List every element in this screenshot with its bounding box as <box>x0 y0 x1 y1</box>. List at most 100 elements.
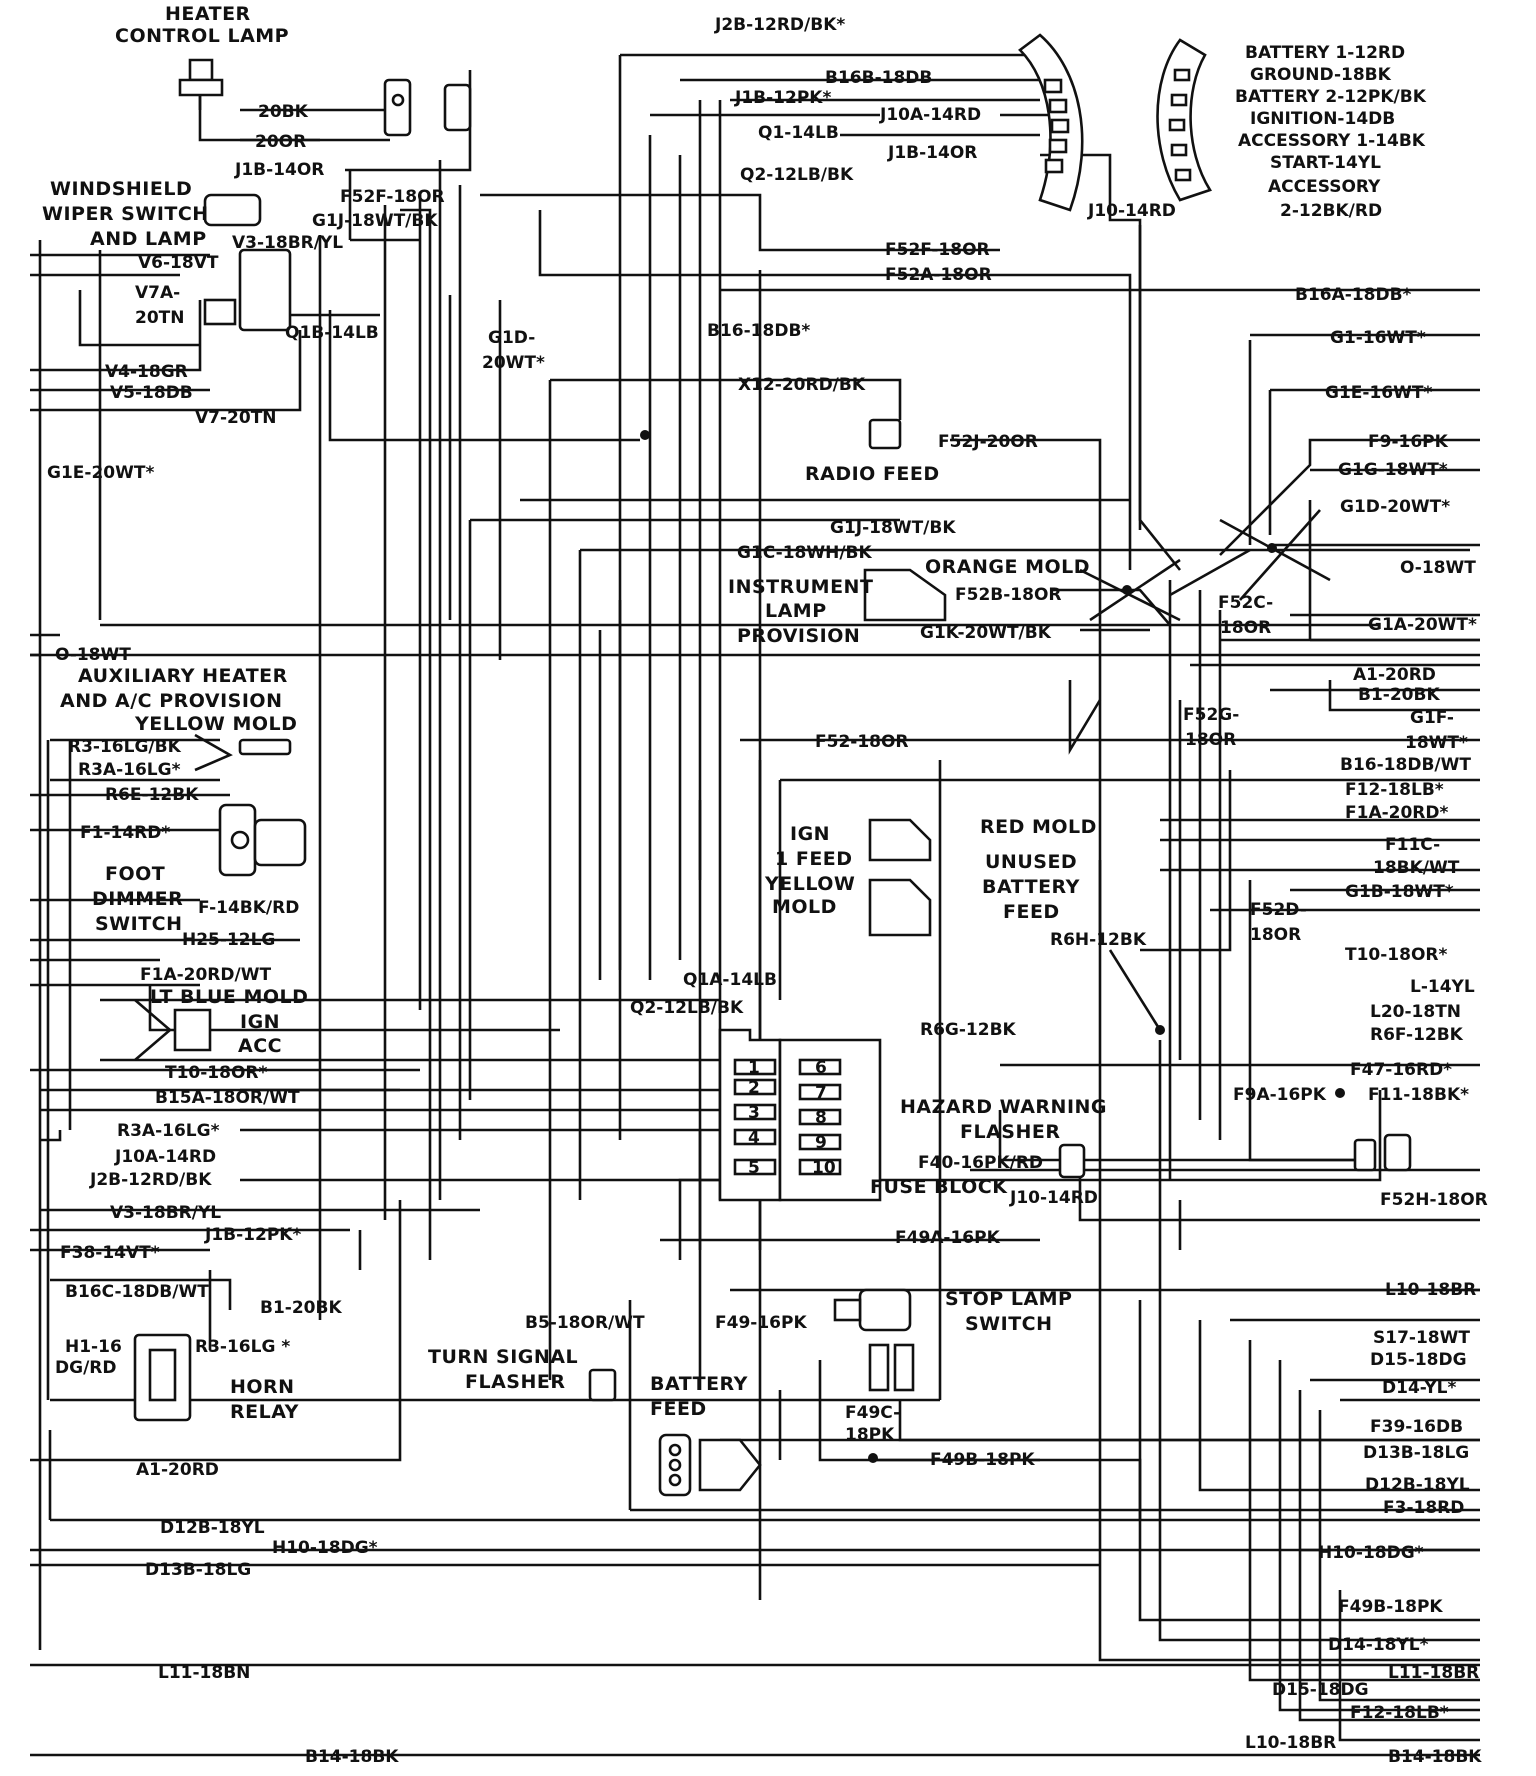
wire-label: L10-18BR <box>1385 1280 1476 1300</box>
wire-label: Q1-14LB <box>758 123 839 143</box>
wire-label: G1D- <box>488 328 535 348</box>
wire-label: J1B-12PK* <box>204 1225 301 1245</box>
lt-blue-mold-connector <box>134 999 212 1061</box>
radio-feed-label: RADIO FEED <box>805 463 940 485</box>
fuse-number: 5 <box>748 1158 760 1178</box>
orange-mold-label: ORANGE MOLD <box>925 556 1090 578</box>
wire-label: L11-18BR <box>1388 1663 1479 1683</box>
wire-label: F49B-18PK <box>930 1450 1035 1470</box>
wire-label: 18OR <box>1220 618 1271 638</box>
wire-label: G1K-20WT/BK <box>920 623 1052 643</box>
wire-label: B14-18BK <box>1388 1747 1482 1767</box>
wire-label: V5-18DB <box>110 383 193 403</box>
wire-label: T10-18OR* <box>165 1063 268 1083</box>
wire-label: J1B-14OR <box>887 143 977 163</box>
foot-dimmer-label-1: FOOT <box>105 863 165 885</box>
instrument-lamp-connector <box>863 568 947 622</box>
wire-label: G1G-18WT* <box>1338 460 1448 480</box>
wire-label: F11C- <box>1385 835 1440 855</box>
wire-label: B1-20BK <box>1358 685 1440 705</box>
instrument-lamp-label-2: LAMP <box>765 600 827 622</box>
wire-label: V6-18VT <box>138 253 219 273</box>
fuse-number: 6 <box>815 1058 827 1078</box>
wire-label: L11-18BN <box>158 1663 250 1683</box>
wire-label: 18OR <box>1185 730 1236 750</box>
instrument-lamp-label-3: PROVISION <box>737 625 860 647</box>
wire-label: 20TN <box>135 308 184 328</box>
wire-label: J2B-12RD/BK <box>89 1170 212 1190</box>
wire-label: F52D- <box>1250 900 1307 920</box>
ignition-switch-arc <box>1156 38 1212 202</box>
fuse-block <box>718 1028 882 1202</box>
red-mold-connector <box>868 818 932 862</box>
wire-label: B14-18BK <box>305 1747 399 1767</box>
wire-label: R3A-16LG* <box>78 760 181 780</box>
wire-label: F39-16DB <box>1370 1417 1463 1437</box>
fuse-number: 9 <box>815 1133 827 1153</box>
hazard-flasher-label-1: HAZARD WARNING <box>900 1096 1107 1118</box>
aux-heater-label-2: AND A/C PROVISION <box>60 690 282 712</box>
radio-feed-connector <box>868 418 902 450</box>
hazard-flasher-label-2: FLASHER <box>960 1121 1061 1143</box>
heater-control-lamp <box>178 58 224 110</box>
wire-label: H1-16 <box>65 1337 122 1357</box>
horn-relay-label-1: HORN <box>230 1376 295 1398</box>
ign-feed-connector <box>868 878 932 937</box>
fuse-number: 10 <box>812 1158 836 1178</box>
wire-label: H10-18DG* <box>1318 1543 1424 1563</box>
wire-label: B1-20BK <box>260 1298 342 1318</box>
wire-label: V7-20TN <box>195 408 277 428</box>
wire-label: G1B-18WT* <box>1345 882 1454 902</box>
wire-label: D12B-18YL <box>1365 1475 1470 1495</box>
heater-control-lamp-subtitle: CONTROL LAMP <box>115 25 289 47</box>
wire-label: F49C- <box>845 1403 900 1423</box>
wire-label: D13B-18LG <box>145 1560 251 1580</box>
heater-control-lamp-title: HEATER <box>165 3 251 25</box>
fuse-number: 4 <box>748 1128 760 1148</box>
wire-label: R6E-12BK <box>105 785 199 805</box>
wire-label: F11-18BK* <box>1368 1085 1469 1105</box>
wire-label: X12-20RD/BK <box>738 375 866 395</box>
wire-network <box>30 53 1480 1757</box>
wire-label: B16B-18DB <box>825 68 932 88</box>
ign-acc-label-2: ACC <box>238 1035 282 1057</box>
wire-label: F12-18LB* <box>1350 1703 1449 1723</box>
wire-label: F49A-16PK <box>895 1228 1001 1248</box>
wire-label: Q2-12LB/BK <box>630 998 744 1018</box>
wire-label: F52B-18OR <box>955 585 1061 605</box>
wire-label: V3-18BR/YL <box>232 233 343 253</box>
wire-label: 18WT* <box>1405 733 1468 753</box>
wire-label: G1E-16WT* <box>1325 383 1432 403</box>
aux-heater-label-1: AUXILIARY HEATER <box>78 665 288 687</box>
unused-battery-label-2: BATTERY <box>982 876 1080 898</box>
wire-label: 18OR <box>1250 925 1301 945</box>
battery-feed-label-1: BATTERY <box>650 1373 748 1395</box>
junction-dots <box>640 430 1345 1463</box>
ignition-terminal-label: ACCESSORY <box>1268 177 1381 197</box>
wire-label: F9A-16PK <box>1233 1085 1327 1105</box>
wiper-switch <box>203 193 292 332</box>
wire-label: L20-18TN <box>1370 1002 1461 1022</box>
turn-signal-label-1: TURN SIGNAL <box>428 1346 578 1368</box>
wire-label: Q1A-14LB <box>683 970 777 990</box>
wire-label: D14-YL* <box>1382 1378 1456 1398</box>
wire-label: D15-18DG <box>1272 1680 1369 1700</box>
wire-label: F12-18LB* <box>1345 780 1444 800</box>
wire-label: D14-18YL* <box>1328 1635 1429 1655</box>
fuse-number: 3 <box>748 1103 760 1123</box>
wire-label: S17-18WT <box>1373 1328 1470 1348</box>
ignition-terminal-label: BATTERY 2-12PK/BK <box>1235 87 1427 107</box>
wire-label: F52G- <box>1183 705 1239 725</box>
wire-label: F52A-18OR <box>885 265 992 285</box>
wire-label: B5-18OR/WT <box>525 1313 645 1333</box>
wire-label: F40-16PK/RD <box>918 1153 1043 1173</box>
wire-label: F38-14VT* <box>60 1243 160 1263</box>
wire-label: F1A-20RD/WT <box>140 965 271 985</box>
wire-label: H25-12LG <box>182 930 275 950</box>
horn-relay-label-2: RELAY <box>230 1401 299 1423</box>
stop-lamp-label-2: SWITCH <box>965 1313 1053 1335</box>
wire-label: V4-18GR <box>105 362 188 382</box>
heater-connectors <box>383 78 472 137</box>
unused-battery-label-1: UNUSED <box>985 851 1077 873</box>
